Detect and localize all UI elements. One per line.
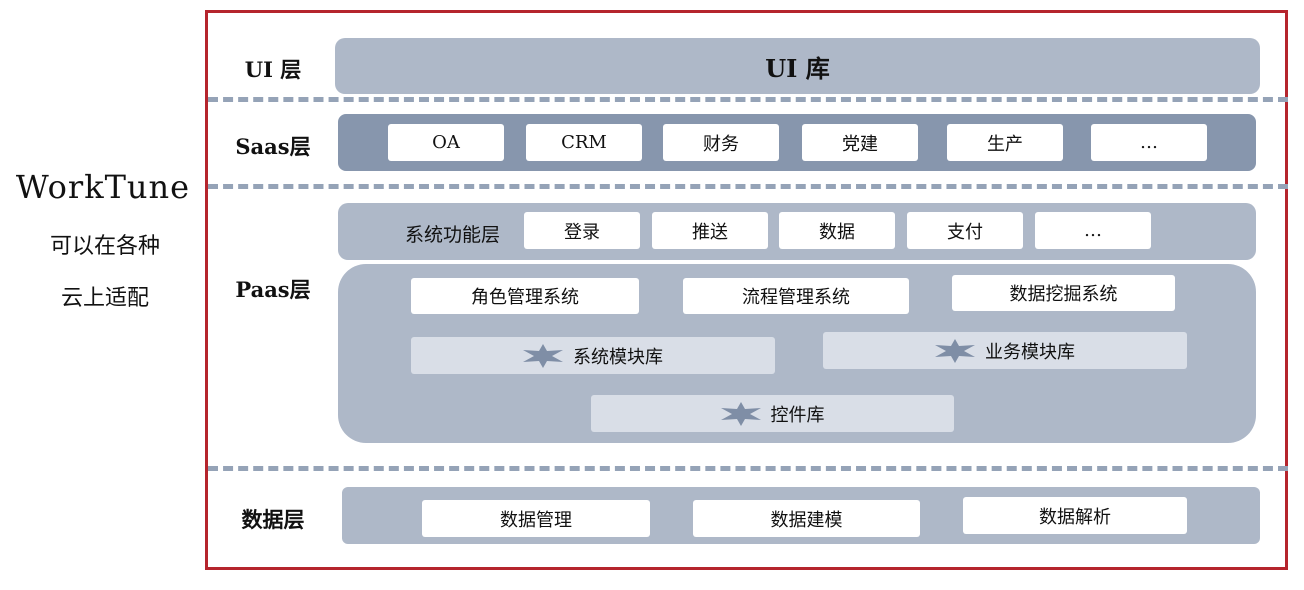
- data-layer-label: 数据层: [241, 507, 305, 532]
- saas-item: 生产: [947, 124, 1063, 161]
- function-layer-label: 系统功能层: [404, 224, 500, 246]
- saas-item: CRM: [526, 124, 642, 161]
- function-item: …: [1035, 212, 1151, 249]
- side-description-line-1: 可以在各种: [49, 234, 160, 259]
- separator-saas-paas: [208, 184, 1288, 189]
- star-icon: [720, 401, 761, 426]
- business-module-library: 业务模块库: [823, 332, 1187, 369]
- system-module-library: 系统模块库: [411, 337, 775, 374]
- separator-ui-saas: [208, 97, 1288, 102]
- architecture-frame: [205, 10, 1288, 570]
- business-module-label: 业务模块库: [985, 341, 1075, 363]
- system-module-label: 系统模块库: [573, 346, 663, 368]
- function-item: 数据: [779, 212, 895, 249]
- saas-layer-label: Saas层: [235, 134, 311, 159]
- system-box: 数据挖掘系统: [952, 275, 1175, 311]
- control-library: 控件库: [591, 395, 954, 432]
- function-item: 登录: [524, 212, 640, 249]
- ui-library-label: UI 库: [765, 53, 830, 83]
- saas-item: 党建: [802, 124, 918, 161]
- system-box: 角色管理系统: [411, 278, 639, 314]
- data-item: 数据管理: [422, 500, 650, 537]
- data-item: 数据建模: [693, 500, 920, 537]
- ui-layer-label: UI 层: [244, 57, 302, 82]
- ui-library-bar: UI 库: [335, 38, 1260, 94]
- star-icon: [935, 338, 975, 363]
- system-box: 流程管理系统: [683, 278, 909, 314]
- saas-item: OA: [388, 124, 504, 161]
- saas-item: …: [1091, 124, 1207, 161]
- paas-layer-label: Paas层: [235, 277, 311, 302]
- side-description-line-2: 云上适配: [60, 286, 149, 311]
- product-title: WorkTune: [15, 168, 191, 206]
- control-library-label: 控件库: [770, 404, 825, 426]
- separator-paas-data: [208, 466, 1288, 471]
- star-icon: [523, 343, 563, 368]
- saas-item: 财务: [663, 124, 779, 161]
- function-item: 支付: [907, 212, 1023, 249]
- function-item: 推送: [652, 212, 768, 249]
- data-item: 数据解析: [963, 497, 1187, 534]
